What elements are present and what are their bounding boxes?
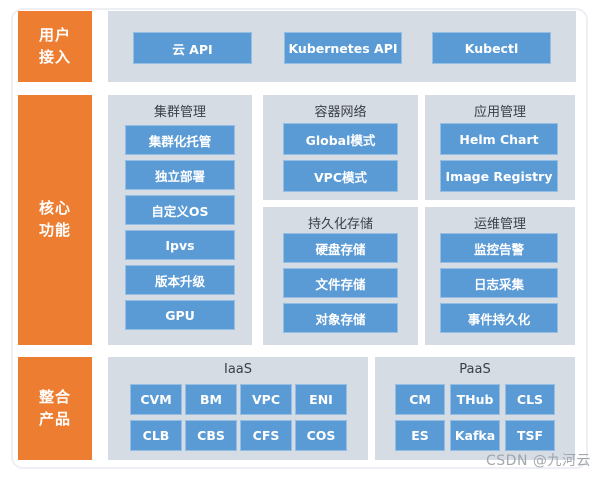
button-file-storage[interactable]: 文件存储: [283, 268, 398, 298]
button-kubernetes-api[interactable]: Kubernetes API: [284, 32, 402, 64]
button-disk-storage[interactable]: 硬盘存储: [283, 233, 398, 263]
button-log-collection[interactable]: 日志采集: [440, 268, 558, 298]
banner-user-access-line2: 接入: [38, 47, 71, 66]
button-monitoring-alarm[interactable]: 监控告警: [440, 233, 558, 263]
title-container-network: 容器网络: [314, 105, 367, 120]
banner-core-features-line2: 功能: [38, 221, 71, 239]
title-cluster-management: 集群管理: [153, 105, 206, 120]
button-ipvs[interactable]: Ipvs: [125, 230, 235, 260]
button-managed-cluster[interactable]: 集群化托管: [125, 125, 235, 155]
banner-core-features-line1: 核心: [38, 199, 71, 218]
button-es[interactable]: ES: [395, 420, 445, 451]
button-kafka[interactable]: Kafka: [450, 420, 500, 451]
button-object-storage[interactable]: 对象存储: [283, 303, 398, 333]
button-global-mode[interactable]: Global模式: [283, 123, 398, 155]
title-iaas: IaaS: [223, 362, 253, 377]
button-image-registry[interactable]: Image Registry: [440, 160, 558, 192]
button-independent-deploy[interactable]: 独立部署: [125, 160, 235, 190]
outer-frame: [11, 8, 588, 469]
title-ops-management: 运维管理: [473, 217, 526, 232]
banner-integrated-products-line2: 产品: [38, 409, 71, 428]
banner-integrated-products-line1: 整合: [38, 387, 71, 406]
banner-core-features: 核心 功能: [18, 95, 92, 345]
button-cbs[interactable]: CBS: [185, 420, 237, 451]
button-cm[interactable]: CM: [395, 384, 445, 415]
button-gpu[interactable]: GPU: [125, 300, 235, 330]
button-vpc-mode[interactable]: VPC模式: [283, 160, 398, 192]
button-custom-os[interactable]: 自定义OS: [125, 195, 235, 225]
title-persistent-storage: 持久化存储: [307, 217, 373, 232]
button-event-persistence[interactable]: 事件持久化: [440, 303, 558, 333]
banner-user-access: 用户 接入: [18, 11, 92, 82]
button-thub[interactable]: THub: [450, 384, 500, 415]
button-version-upgrade[interactable]: 版本升级: [125, 265, 235, 295]
title-paas: PaaS: [459, 362, 491, 377]
button-cls[interactable]: CLS: [505, 384, 555, 415]
button-helm-chart[interactable]: Helm Chart: [440, 123, 558, 155]
title-app-management: 应用管理: [473, 105, 526, 120]
button-eni[interactable]: ENI: [295, 384, 347, 415]
button-kubectl[interactable]: Kubectl: [432, 32, 551, 64]
csdn-watermark: CSDN @九河云: [486, 453, 591, 469]
banner-user-access-line1: 用户: [38, 25, 71, 44]
button-cvm[interactable]: CVM: [130, 384, 182, 415]
button-bm[interactable]: BM: [185, 384, 237, 415]
button-clb[interactable]: CLB: [130, 420, 182, 451]
button-tsf[interactable]: TSF: [505, 420, 555, 451]
button-cos[interactable]: COS: [295, 420, 347, 451]
button-vpc[interactable]: VPC: [240, 384, 292, 415]
banner-integrated-products: 整合 产品: [18, 357, 92, 460]
button-cloud-api[interactable]: 云 API: [133, 32, 252, 64]
button-cfs[interactable]: CFS: [240, 420, 292, 451]
